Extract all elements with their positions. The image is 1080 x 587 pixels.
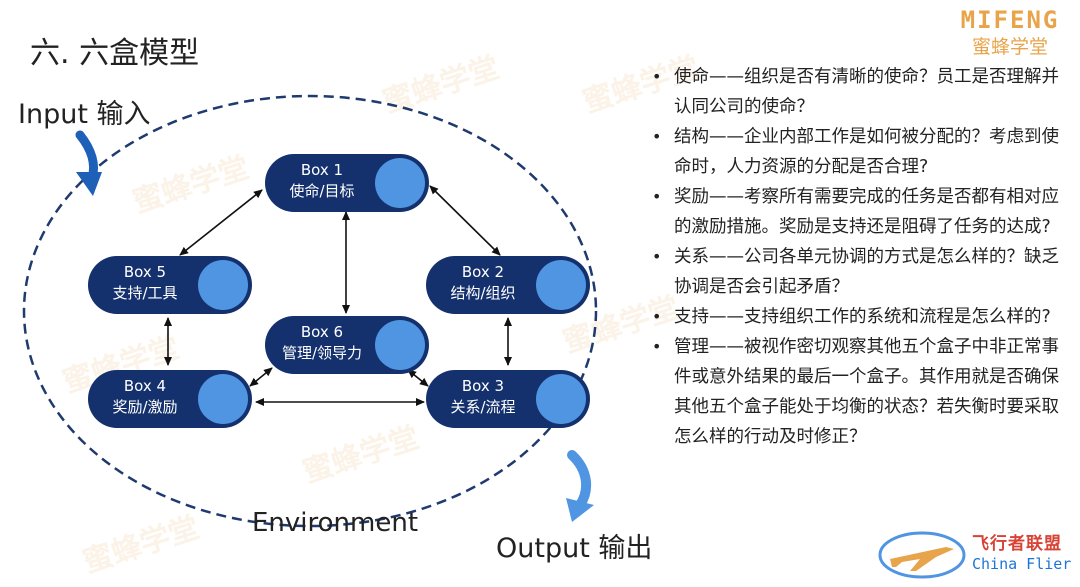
box-subtitle: 奖励/激励 bbox=[112, 398, 178, 416]
list-item: 管理——被视作密切观察其他五个盒子中非正常事件或意外结果的最后一个盒子。其作用就… bbox=[650, 332, 1068, 452]
box-circle-icon bbox=[536, 260, 586, 310]
input-arrow-icon bbox=[75, 130, 98, 183]
box-circle-icon bbox=[536, 374, 586, 424]
box-circle-icon bbox=[198, 260, 248, 310]
box-subtitle: 结构/组织 bbox=[450, 284, 516, 302]
box-5: Box 5 支持/工具 bbox=[88, 256, 252, 314]
badge-chinese: 飞行者联盟 bbox=[972, 534, 1062, 554]
box-4: Box 4 奖励/激励 bbox=[88, 370, 252, 428]
input-label: Input 输入 bbox=[18, 99, 151, 130]
list-item: 使命——组织是否有清晰的使命？员工是否理解并认同公司的使命？ bbox=[650, 62, 1068, 122]
box-subtitle: 使命/目标 bbox=[289, 182, 355, 200]
box-6: Box 6 管理/领导力 bbox=[265, 316, 429, 374]
box-circle-icon bbox=[198, 374, 248, 424]
box-title: Box 2 bbox=[461, 263, 505, 281]
arrow-box1-box2 bbox=[429, 185, 501, 256]
list-item: 奖励——考察所有需要完成的任务是否都有相对应的激励措施。奖励是支持还是阻碍了任务… bbox=[650, 182, 1068, 242]
box-title: Box 5 bbox=[123, 263, 167, 281]
airplane-icon bbox=[878, 531, 966, 579]
badge-english: China Flier bbox=[972, 555, 1072, 573]
arrow-box6-box4 bbox=[249, 367, 273, 387]
output-label: Output 输出 bbox=[496, 533, 653, 564]
box-title: Box 1 bbox=[300, 161, 344, 179]
output-arrow-icon bbox=[567, 450, 592, 510]
arrow-box1-box5 bbox=[179, 189, 263, 256]
china-flier-badge: 飞行者联盟 China Flier bbox=[876, 525, 1076, 583]
output-arrowhead-icon bbox=[566, 498, 594, 522]
arrow-box6-box3 bbox=[407, 369, 429, 387]
box-1: Box 1 使命/目标 bbox=[265, 154, 429, 212]
logo-chinese: 蜜蜂学堂 bbox=[971, 36, 1048, 58]
list-item: 支持——支持组织工作的系统和流程是怎么样的? bbox=[650, 302, 1068, 332]
box-subtitle: 支持/工具 bbox=[112, 284, 178, 302]
brand-logo: MIFENG 蜜蜂学堂 bbox=[955, 6, 1065, 59]
environment-ellipse bbox=[22, 94, 598, 528]
box-subtitle: 关系/流程 bbox=[450, 398, 516, 416]
box-2: Box 2 结构/组织 bbox=[426, 256, 590, 314]
box-subtitle: 管理/领导力 bbox=[281, 344, 363, 362]
box-title: Box 6 bbox=[300, 323, 344, 341]
box-circle-icon bbox=[375, 158, 425, 208]
logo-word: MIFENG bbox=[960, 6, 1060, 34]
environment-label: Environment bbox=[252, 508, 419, 538]
box-title: Box 3 bbox=[461, 377, 505, 395]
box-title: Box 4 bbox=[123, 377, 167, 395]
six-box-diagram bbox=[22, 94, 598, 528]
description-list: 使命——组织是否有清晰的使命？员工是否理解并认同公司的使命？ 结构——企业内部工… bbox=[650, 62, 1068, 452]
input-arrowhead-icon bbox=[76, 172, 102, 196]
list-item: 结构——企业内部工作是如何被分配的？考虑到使命时，人力资源的分配是否合理? bbox=[650, 122, 1068, 182]
list-item: 关系——公司各单元协调的方式是怎么样的？缺乏协调是否会引起矛盾？ bbox=[650, 242, 1068, 302]
slide-title: 六. 六盒模型 bbox=[30, 36, 200, 71]
box-3: Box 3 关系/流程 bbox=[426, 370, 590, 428]
box-circle-icon bbox=[375, 320, 425, 370]
